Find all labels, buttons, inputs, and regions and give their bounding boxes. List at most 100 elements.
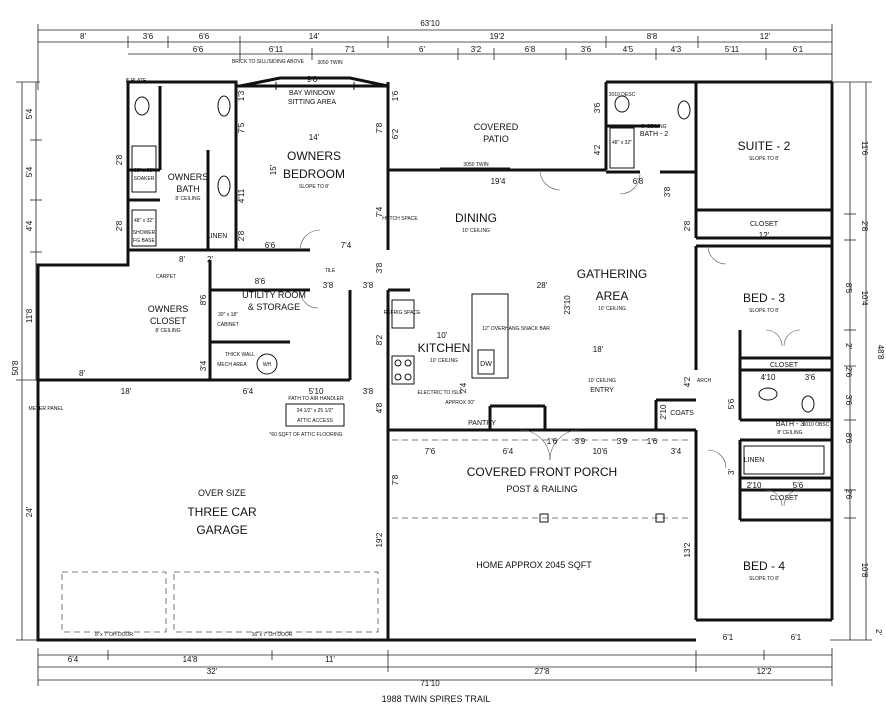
svg-text:BRICK TO SILL/SIDING ABOVE: BRICK TO SILL/SIDING ABOVE: [232, 59, 305, 65]
svg-text:19'2: 19'2: [490, 32, 505, 41]
walls: [36, 76, 834, 642]
svg-text:5'11: 5'11: [725, 45, 740, 54]
svg-text:2'8: 2'8: [860, 221, 869, 232]
svg-text:48" x 32": 48" x 32": [612, 140, 632, 146]
svg-text:23'10: 23'10: [563, 295, 572, 315]
svg-text:6'6: 6'6: [199, 32, 210, 41]
svg-text:14'8: 14'8: [183, 655, 198, 664]
svg-text:2'6: 2'6: [844, 489, 853, 500]
utility-room-label: UTILITY ROOM: [242, 290, 306, 300]
svg-text:2'6: 2'6: [844, 367, 853, 378]
svg-text:8'2: 8'2: [375, 334, 384, 345]
svg-text:12'2: 12'2: [757, 667, 772, 676]
svg-text:CLOSET: CLOSET: [150, 316, 187, 326]
svg-text:MECH AREA: MECH AREA: [217, 362, 247, 368]
covered-front-porch-label: COVERED FRONT PORCH: [467, 465, 617, 479]
svg-text:TILE: TILE: [325, 268, 336, 274]
svg-text:11'8: 11'8: [25, 308, 34, 323]
svg-text:12': 12': [760, 32, 771, 41]
svg-text:3'6: 3'6: [593, 102, 602, 113]
svg-text:3'6: 3'6: [143, 32, 154, 41]
covered-patio-label: COVERED: [474, 122, 519, 132]
svg-text:6'11: 6'11: [269, 45, 284, 54]
svg-text:28': 28': [537, 281, 548, 290]
svg-text:12" OVERHANG SNACK BAR: 12" OVERHANG SNACK BAR: [482, 326, 550, 332]
svg-text:SLOPE TO 8': SLOPE TO 8': [299, 184, 329, 190]
svg-text:8'6: 8'6: [199, 294, 208, 305]
svg-text:19'2: 19'2: [375, 532, 384, 547]
svg-text:6'1: 6'1: [793, 45, 804, 54]
svg-text:APPROX 30": APPROX 30": [445, 400, 475, 406]
svg-text:15': 15': [269, 164, 278, 175]
svg-text:24': 24': [25, 506, 34, 517]
plan-details: [61, 82, 825, 633]
svg-text:10' CEILING: 10' CEILING: [462, 228, 490, 234]
svg-text:3'6: 3'6: [844, 395, 853, 406]
entry-label: ENTRY: [590, 387, 614, 394]
svg-text:PATH TO AIR HANDLER: PATH TO AIR HANDLER: [288, 396, 344, 402]
room-labels: OWNERS BEDROOM SLOPE TO 8' BAY WINDOW SI…: [148, 90, 804, 582]
svg-text:8'5: 8'5: [844, 283, 853, 294]
svg-text:3'8: 3'8: [363, 281, 374, 290]
svg-text:2'8: 2'8: [683, 220, 692, 231]
owners-bedroom-label-2: BEDROOM: [283, 167, 345, 181]
svg-text:10'8: 10'8: [860, 563, 869, 578]
svg-text:3050 TWIN: 3050 TWIN: [317, 60, 343, 66]
svg-text:3'6: 3'6: [581, 45, 592, 54]
svg-text:8' CEILING: 8' CEILING: [175, 196, 200, 202]
svg-text:3'9: 3'9: [575, 437, 586, 446]
svg-text:13'2: 13'2: [683, 542, 692, 557]
svg-text:8' CEILING: 8' CEILING: [155, 328, 180, 334]
svg-text:3': 3': [727, 469, 736, 475]
svg-text:5'6: 5'6: [727, 398, 736, 409]
svg-text:2'8: 2'8: [115, 220, 124, 231]
bed-4-label: BED - 4: [743, 559, 785, 573]
svg-text:50'8: 50'8: [11, 360, 20, 375]
svg-text:8' CEILING: 8' CEILING: [777, 430, 802, 436]
bath-2-label: BATH - 2: [640, 131, 668, 138]
svg-text:6'6: 6'6: [265, 241, 276, 250]
pantry-label: PANTRY: [468, 420, 496, 427]
svg-text:SLOPE TO 8': SLOPE TO 8': [749, 156, 779, 162]
svg-text:14': 14': [309, 133, 320, 142]
svg-text:8': 8': [80, 32, 86, 41]
svg-text:8'6: 8'6: [255, 277, 266, 286]
svg-text:*60 SQFT OF ATTIC FLOORING: *60 SQFT OF ATTIC FLOORING: [269, 432, 342, 438]
svg-text:2'10: 2'10: [659, 404, 668, 419]
svg-text:7'4: 7'4: [341, 241, 352, 250]
svg-text:10' CEILING: 10' CEILING: [598, 306, 626, 312]
svg-text:8' CEILING: 8' CEILING: [641, 124, 666, 130]
svg-text:METER PANEL: METER PANEL: [29, 406, 64, 412]
svg-text:AREA: AREA: [596, 289, 629, 303]
svg-text:16' x 7' OH DOOR: 16' x 7' OH DOOR: [252, 632, 293, 638]
svg-text:7'5: 7'5: [237, 122, 246, 133]
svg-text:3010 OBSC: 3010 OBSC: [803, 422, 830, 428]
dimension-lines: [16, 24, 872, 686]
closet-top-label: CLOSET: [750, 221, 779, 228]
coats-label: COATS: [670, 410, 694, 417]
svg-text:SHOWER: SHOWER: [133, 230, 156, 236]
bath-3-label: BATH - 3: [776, 421, 804, 428]
svg-text:3'8: 3'8: [363, 387, 374, 396]
svg-text:4'10: 4'10: [761, 373, 776, 382]
svg-text:ATTIC ACCESS: ATTIC ACCESS: [297, 418, 333, 424]
svg-text:SITTING AREA: SITTING AREA: [288, 99, 337, 106]
svg-text:3050 TWIN: 3050 TWIN: [463, 162, 489, 168]
svg-text:3'4: 3'4: [671, 447, 682, 456]
svg-text:7'1: 7'1: [345, 45, 356, 54]
svg-text:8': 8': [79, 369, 85, 378]
svg-text:3'2: 3'2: [471, 45, 482, 54]
svg-text:6'6: 6'6: [193, 45, 204, 54]
svg-text:60" x 36": 60" x 36": [134, 168, 154, 174]
garage-label: THREE CAR: [187, 505, 257, 519]
svg-text:8' PLATE: 8' PLATE: [126, 78, 147, 84]
svg-text:3'8: 3'8: [663, 186, 672, 197]
svg-text:32': 32': [207, 667, 218, 676]
closet-low-label: CLOSET: [770, 495, 799, 502]
svg-text:7'4: 7'4: [375, 206, 384, 217]
svg-text:18': 18': [121, 387, 132, 396]
svg-text:4'3: 4'3: [671, 45, 682, 54]
closet-mid-label: CLOSET: [770, 362, 799, 369]
svg-text:3'9: 3'9: [617, 437, 628, 446]
